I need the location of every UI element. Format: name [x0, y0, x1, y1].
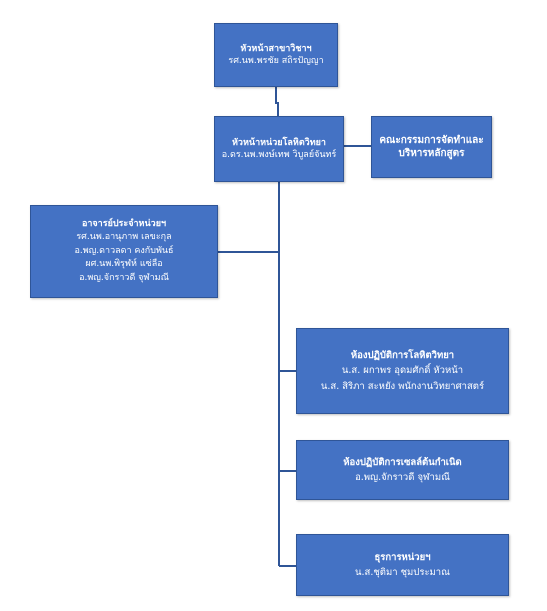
- faculty-member: ผศ.นพ.พิรุฬห์ แซ่ลือ: [85, 259, 163, 270]
- hematology-lab-box: ห้องปฏิบัติการโลหิตวิทยา น.ส. ผกาพร อุดม…: [296, 328, 509, 414]
- admin-title: ธุรการหน่วยฯ: [374, 551, 431, 563]
- department-head-box: หัวหน้าสาขาวิชาฯ รศ.นพ.พรชัย สถิรปัญญา: [214, 23, 338, 87]
- department-head-name: รศ.นพ.พรชัย สถิรปัญญา: [228, 56, 324, 66]
- hematology-lab-line: น.ส. สิริภา สะหยัง พนักงานวิทยาศาสตร์: [320, 380, 485, 392]
- connector-head-to-unit-upper: [275, 87, 277, 104]
- stemcell-lab-title: ห้องปฏิบัติการเซลล์ต้นกำเนิด: [343, 456, 462, 468]
- faculty-member: รศ.นพ.อานุภาพ เลขะกุล: [76, 232, 172, 243]
- connector-to-stemcell-lab: [279, 470, 296, 472]
- unit-head-box: หัวหน้าหน่วยโลหิตวิทยา อ.ดร.นพ.พงษ์เทพ ว…: [214, 116, 344, 182]
- faculty-box: อาจารย์ประจำหน่วยฯ รศ.นพ.อานุภาพ เลขะกุล…: [30, 205, 218, 298]
- connector-unit-to-committee: [344, 145, 371, 147]
- connector-head-to-unit-lower: [277, 102, 279, 116]
- department-head-title: หัวหน้าสาขาวิชาฯ: [240, 43, 312, 54]
- connector-to-hematology-lab: [279, 370, 296, 372]
- committee-line-1: คณะกรรมการจัดทำและ: [379, 134, 484, 146]
- committee-line-2: บริหารหลักสูตร: [398, 148, 465, 159]
- unit-head-title: หัวหน้าหน่วยโลหิตวิทยา: [232, 137, 326, 148]
- stemcell-lab-name: อ.พญ.จักราวดี จุฬามณี: [355, 472, 450, 483]
- hematology-lab-title: ห้องปฏิบัติการโลหิตวิทยา: [350, 350, 455, 362]
- faculty-member: อ.พญ.จักราวดี จุฬามณี: [79, 272, 169, 283]
- faculty-title: อาจารย์ประจำหน่วยฯ: [81, 218, 167, 229]
- curriculum-committee-box: คณะกรรมการจัดทำและ บริหารหลักสูตร: [371, 116, 492, 178]
- unit-head-name: อ.ดร.นพ.พงษ์เทพ วิบูลย์จันทร์: [221, 150, 337, 160]
- faculty-member: อ.พญ.ดาวลดา คงกับพันธ์: [74, 245, 174, 256]
- hematology-lab-line: น.ส. ผกาพร อุดมศักดิ์ หัวหน้า: [341, 365, 464, 377]
- admin-name: น.ส.ชุติมา ชุมประมาณ: [355, 567, 450, 578]
- connector-to-admin: [279, 565, 296, 567]
- connector-to-faculty: [218, 251, 279, 253]
- connector-main-trunk: [278, 182, 280, 566]
- stemcell-lab-box: ห้องปฏิบัติการเซลล์ต้นกำเนิด อ.พญ.จักราว…: [296, 440, 509, 500]
- admin-box: ธุรการหน่วยฯ น.ส.ชุติมา ชุมประมาณ: [296, 534, 509, 596]
